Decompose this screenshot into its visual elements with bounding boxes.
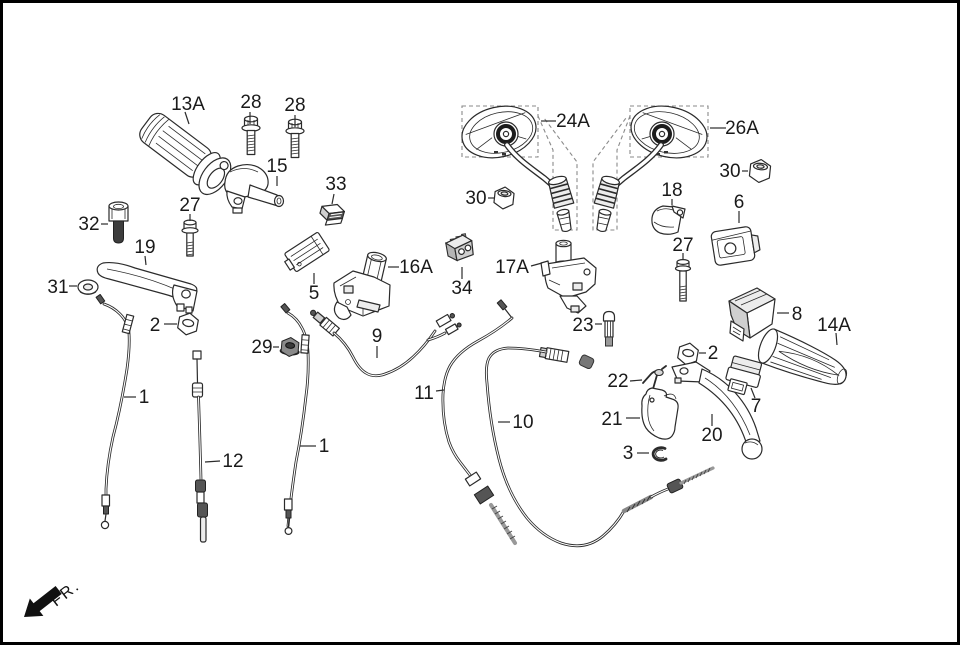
part-label-20: 20 [701, 425, 722, 446]
part-label-15: 15 [266, 156, 287, 177]
washer-31 [77, 279, 99, 295]
starter-cable-9 [310, 309, 462, 378]
socket-bolt-32 [108, 201, 129, 244]
part-label-34: 34 [451, 278, 473, 299]
part-labels: 13A 28 28 15 33 32 27 19 31 2 29 5 16A 3… [47, 92, 851, 472]
part-label-23: 23 [572, 315, 593, 336]
flange-nut-29 [279, 336, 300, 358]
leader-lines [69, 111, 838, 463]
throttle-cable-1-left [95, 293, 135, 530]
cable-11 [441, 299, 517, 545]
flange-bolt-28-left [241, 115, 261, 156]
throttle-housing-15 [224, 163, 285, 214]
part-label-7: 7 [751, 396, 762, 417]
throttle-cable-1-right [280, 303, 310, 535]
part-label-11: 11 [414, 383, 434, 404]
switch-7 [725, 355, 763, 396]
part-label-8: 8 [792, 304, 803, 325]
part-label-6: 6 [734, 192, 745, 213]
part-label-32: 32 [78, 214, 99, 235]
pin-bolt-23 [602, 310, 616, 347]
part-label-28-left: 28 [240, 92, 261, 113]
part-label-33: 33 [325, 174, 346, 195]
part-label-3: 3 [623, 443, 634, 464]
part-label-1-left: 1 [139, 387, 150, 408]
connector-34 [445, 233, 474, 262]
part-label-1-right: 1 [319, 436, 330, 457]
switch-6 [710, 226, 761, 266]
part-label-2-left: 2 [150, 315, 161, 336]
lever-cover-21 [641, 387, 679, 440]
part-label-27-right: 27 [672, 235, 693, 256]
clamp-18 [651, 205, 686, 235]
brake-lever-19 [96, 261, 198, 314]
part-label-16a: 16A [399, 257, 433, 278]
switch-8 [728, 287, 776, 342]
clip-33 [319, 203, 346, 226]
combination-switch-17a [540, 239, 597, 314]
mirror-26a [593, 105, 708, 233]
bracket-plate-5 [284, 232, 330, 272]
part-label-24a: 24A [556, 111, 590, 132]
part-label-28-right: 28 [284, 95, 305, 116]
c-clip-3 [651, 446, 668, 462]
part-label-13a: 13A [171, 94, 205, 115]
mirror-24a [461, 105, 575, 233]
part-label-12: 12 [222, 451, 243, 472]
part-label-17a: 17A [495, 257, 529, 278]
part-label-18: 18 [661, 180, 682, 201]
throttle-grip-13a [139, 112, 232, 196]
part-label-9: 9 [372, 326, 383, 347]
front-brake-cable-10 [484, 346, 715, 548]
hex-nut-2-right [677, 342, 699, 366]
part-label-5: 5 [309, 283, 320, 304]
spring-clip-22 [642, 365, 667, 390]
part-label-21: 21 [601, 409, 622, 430]
part-label-30-right: 30 [719, 161, 740, 182]
lock-nut-30-left [493, 186, 515, 210]
part-label-31: 31 [47, 277, 68, 298]
throttle-housing-16a [333, 251, 391, 321]
part-label-27-left: 27 [179, 195, 200, 216]
part-label-29: 29 [251, 337, 272, 358]
clutch-lever-20 [671, 361, 763, 460]
hex-nut-2-left [177, 312, 199, 336]
lock-nut-30-right [748, 158, 772, 184]
part-label-19: 19 [134, 237, 155, 258]
front-direction-arrow-icon [24, 585, 62, 617]
part-label-30-left: 30 [465, 188, 486, 209]
flange-bolt-27-left [181, 219, 199, 257]
part-label-14a: 14A [817, 315, 851, 336]
flange-bolt-27-right [674, 258, 692, 302]
part-label-22: 22 [607, 371, 628, 392]
left-grip-14a [757, 328, 848, 385]
part-label-26a: 26A [725, 118, 759, 139]
part-label-2-right: 2 [708, 343, 719, 364]
speedometer-cable-12 [191, 350, 208, 543]
part-label-10: 10 [512, 412, 533, 433]
